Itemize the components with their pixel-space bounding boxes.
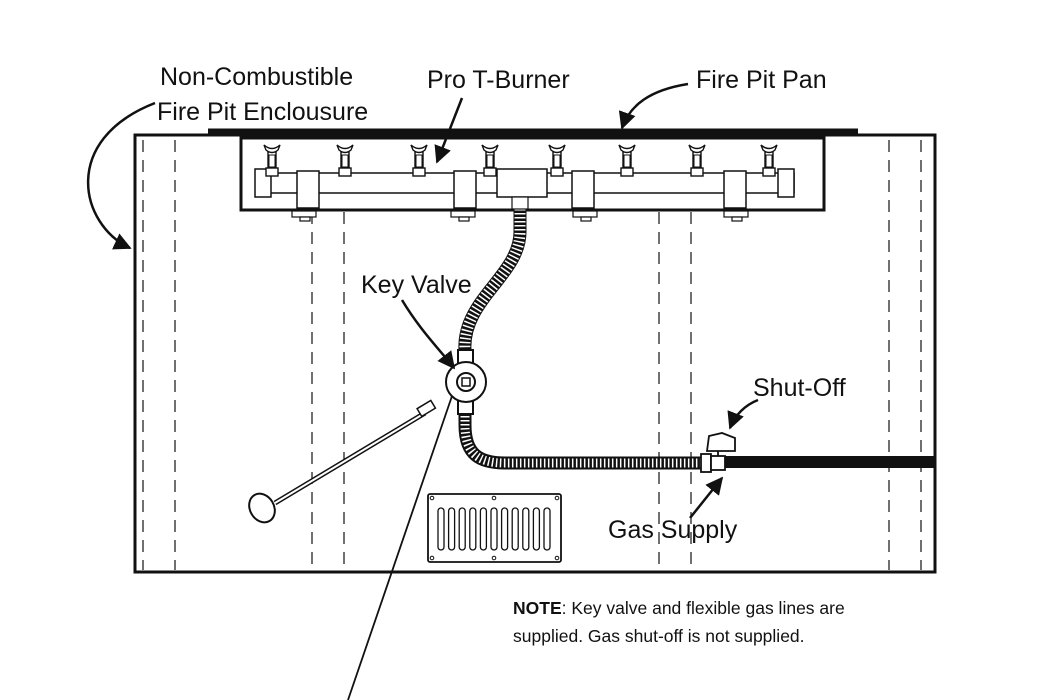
pro-t-burner (254, 168, 795, 209)
burner-jets (263, 144, 778, 177)
label-enclosure-line1: Non-Combustible (160, 63, 353, 91)
enclosure-supports (142, 140, 922, 570)
burner-jet (688, 144, 706, 177)
fire-pit-enclosure (133, 133, 937, 574)
burner-jet (548, 144, 566, 177)
vent-slot (479, 507, 488, 551)
shut-off-valve (700, 432, 736, 473)
note-line1: NOTE: Key valve and flexible gas lines a… (513, 598, 845, 618)
vent-slot (532, 507, 541, 551)
gas-supply-pipe (725, 456, 935, 468)
hose-fitting (511, 196, 529, 210)
key-valve (445, 349, 487, 415)
pan-arrow (618, 82, 689, 130)
burner-jet (760, 144, 778, 177)
enclosure-arrow (86, 101, 156, 250)
vent-slot (458, 507, 466, 551)
label-shut-off: Shut-Off (753, 374, 846, 402)
vent-slot (522, 507, 530, 551)
note-line1-text: : Key valve and flexible gas lines are (562, 598, 845, 618)
note-line2: supplied. Gas shut-off is not supplied. (513, 626, 805, 646)
vent-slot (543, 507, 551, 551)
label-pan: Fire Pit Pan (696, 66, 827, 94)
burner-jet (336, 144, 354, 177)
flex-gas-line-lower (458, 412, 703, 470)
burner-mounting-bolts (291, 210, 749, 222)
label-gas-supply: Gas Supply (608, 516, 738, 544)
burner-jet (263, 144, 281, 177)
shut-off-arrow (727, 398, 759, 430)
label-key-valve: Key Valve (361, 271, 472, 299)
label-burner: Pro T-Burner (427, 66, 570, 94)
vent-slot (447, 507, 456, 551)
note-heading: NOTE (513, 598, 562, 618)
burner-arrow (434, 97, 464, 164)
key-valve-arrow (400, 299, 456, 370)
key-valve-leader-line (347, 395, 453, 700)
flex-gas-line-upper (458, 205, 527, 351)
enclosure-vent (427, 493, 562, 563)
vent-slot (437, 507, 445, 551)
gas-supply-arrow (689, 476, 724, 519)
vent-slot (500, 507, 509, 551)
burner-jet (618, 144, 636, 177)
vent-slot (469, 507, 477, 551)
valve-key (248, 399, 437, 524)
burner-jet (481, 144, 499, 177)
vent-slot (490, 507, 498, 551)
burner-jet (410, 144, 428, 177)
vent-slot (511, 507, 519, 551)
label-enclosure-line2: Fire Pit Enclousure (157, 98, 368, 126)
